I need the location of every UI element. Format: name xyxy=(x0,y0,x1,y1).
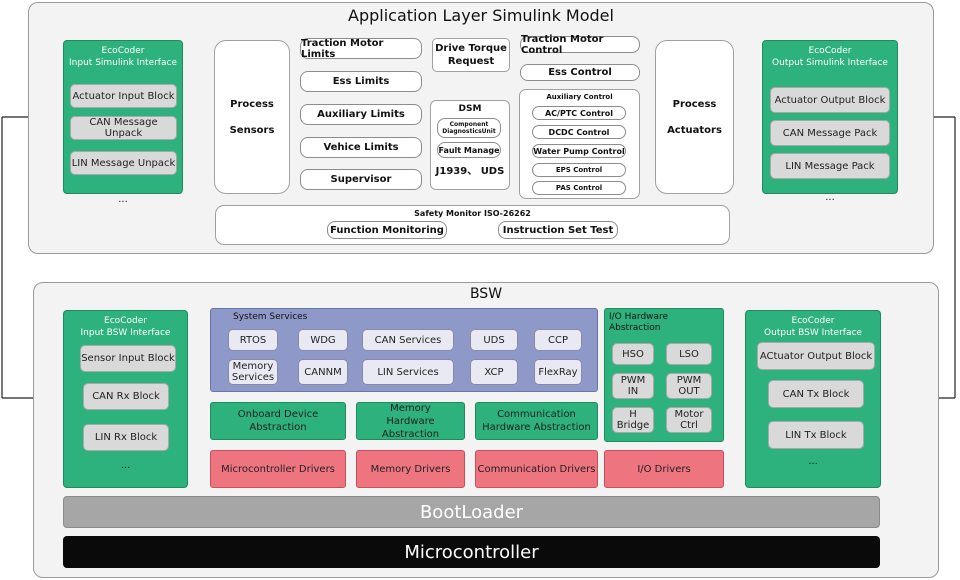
communication-hardware-abstraction[interactable]: Communication Hardware Abstraction xyxy=(475,402,598,440)
sensor-input-block[interactable]: Sensor Input Block xyxy=(80,345,176,372)
lso-block[interactable]: LSO xyxy=(666,343,712,365)
pas-control[interactable]: PAS Control xyxy=(532,181,626,195)
application-layer-title: Application Layer Simulink Model xyxy=(348,6,614,25)
lin-services[interactable]: LIN Services xyxy=(362,359,454,385)
ccp-service[interactable]: CCP xyxy=(534,329,582,351)
input-bsw-more: ... xyxy=(120,460,131,471)
communication-drivers[interactable]: Communication Drivers xyxy=(475,450,598,488)
lin-message-pack[interactable]: LIN Message Pack xyxy=(770,153,890,179)
traction-motor-limits[interactable]: Traction Motor Limits xyxy=(300,38,422,60)
actuator-output-block[interactable]: Actuator Output Block xyxy=(770,87,890,113)
bootloader-bar[interactable]: BootLoader xyxy=(63,496,880,528)
bsw-title: BSW xyxy=(469,286,503,302)
input-simulink-interface-title: EcoCoder Input Simulink Interface xyxy=(69,46,177,68)
output-simulink-interface-title: EcoCoder Output Simulink Interface xyxy=(772,46,888,68)
rtos-service[interactable]: RTOS xyxy=(228,329,278,351)
supervisor[interactable]: Supervisor xyxy=(300,169,422,190)
can-tx-block[interactable]: CAN Tx Block xyxy=(768,380,864,408)
traction-motor-control[interactable]: Traction Motor Control xyxy=(520,34,640,56)
safety-monitor: Safety Monitor ISO-26262 xyxy=(215,205,730,245)
lin-tx-block[interactable]: LIN Tx Block xyxy=(768,421,864,449)
can-services[interactable]: CAN Services xyxy=(362,329,454,351)
can-message-pack[interactable]: CAN Message Pack xyxy=(770,120,890,146)
process-actuators[interactable]: Process Actuators xyxy=(655,40,734,194)
output-interface-more: ... xyxy=(825,192,835,203)
output-bsw-interface-title: EcoCoder Output BSW Interface xyxy=(764,316,862,338)
vehicle-limits[interactable]: Vehice Limits xyxy=(300,137,422,158)
component-diagnostics-unit[interactable]: Component DiagnosticsUnit xyxy=(437,118,501,138)
drive-torque-request[interactable]: Drive Torque Request xyxy=(432,38,510,72)
can-rx-block[interactable]: CAN Rx Block xyxy=(83,383,169,410)
pwm-in-block[interactable]: PWM IN xyxy=(612,373,654,399)
actuator-input-block[interactable]: Actuator Input Block xyxy=(70,84,177,108)
wdg-service[interactable]: WDG xyxy=(298,329,348,351)
dsm-title: DSM xyxy=(458,104,482,114)
microcontroller-drivers[interactable]: Microcontroller Drivers xyxy=(210,450,346,488)
ess-control[interactable]: Ess Control xyxy=(520,64,640,81)
input-bsw-interface-title: EcoCoder Input BSW Interface xyxy=(80,316,171,338)
system-services-title: System Services xyxy=(233,312,308,322)
hso-block[interactable]: HSO xyxy=(612,343,654,365)
memory-services[interactable]: Memory Services xyxy=(228,359,278,385)
actuator-output-bsw-block[interactable]: ACtuator Output Block xyxy=(757,342,875,370)
dsm-protocols: J1939、 UDS xyxy=(435,166,505,177)
uds-service[interactable]: UDS xyxy=(470,329,518,351)
output-bsw-more: ... xyxy=(808,456,818,467)
lin-rx-block[interactable]: LIN Rx Block xyxy=(83,424,169,451)
io-hardware-abstraction-title: I/O Hardware Abstraction xyxy=(609,312,669,333)
safety-monitor-title: Safety Monitor ISO-26262 xyxy=(414,209,531,218)
lin-message-unpack[interactable]: LIN Message Unpack xyxy=(70,151,177,175)
ess-limits[interactable]: Ess Limits xyxy=(300,71,422,92)
pwm-out-block[interactable]: PWM OUT xyxy=(666,373,712,399)
ac-ptc-control[interactable]: AC/PTC Control xyxy=(532,106,626,120)
memory-drivers[interactable]: Memory Drivers xyxy=(356,450,465,488)
eps-control[interactable]: EPS Control xyxy=(532,163,626,177)
cannm-service[interactable]: CANNM xyxy=(298,359,348,385)
io-drivers[interactable]: I/O Drivers xyxy=(604,450,724,488)
flexray-service[interactable]: FlexRay xyxy=(534,359,582,385)
dcdc-control[interactable]: DCDC Control xyxy=(532,125,626,139)
water-pump-control[interactable]: Water Pump Control xyxy=(532,144,626,158)
microcontroller-bar[interactable]: Microcontroller xyxy=(63,536,880,568)
function-monitoring[interactable]: Function Monitoring xyxy=(327,221,447,239)
can-message-unpack[interactable]: CAN Message Unpack xyxy=(70,116,177,140)
auxiliary-limits[interactable]: Auxiliary Limits xyxy=(300,104,422,125)
auxiliary-control-title: Auxiliary Control xyxy=(546,93,613,101)
fault-manage[interactable]: Fault Manage xyxy=(437,142,501,158)
process-sensors[interactable]: Process Sensors xyxy=(214,40,290,194)
motor-ctrl-block[interactable]: Motor Ctrl xyxy=(666,407,712,433)
h-bridge-block[interactable]: H Bridge xyxy=(612,407,654,433)
instruction-set-test[interactable]: Instruction Set Test xyxy=(498,221,618,239)
xcp-service[interactable]: XCP xyxy=(470,359,518,385)
input-interface-more: ... xyxy=(118,194,128,205)
memory-hardware-abstraction[interactable]: Memory Hardware Abstraction xyxy=(356,402,465,440)
onboard-device-abstraction[interactable]: Onboard Device Abstraction xyxy=(210,402,346,440)
